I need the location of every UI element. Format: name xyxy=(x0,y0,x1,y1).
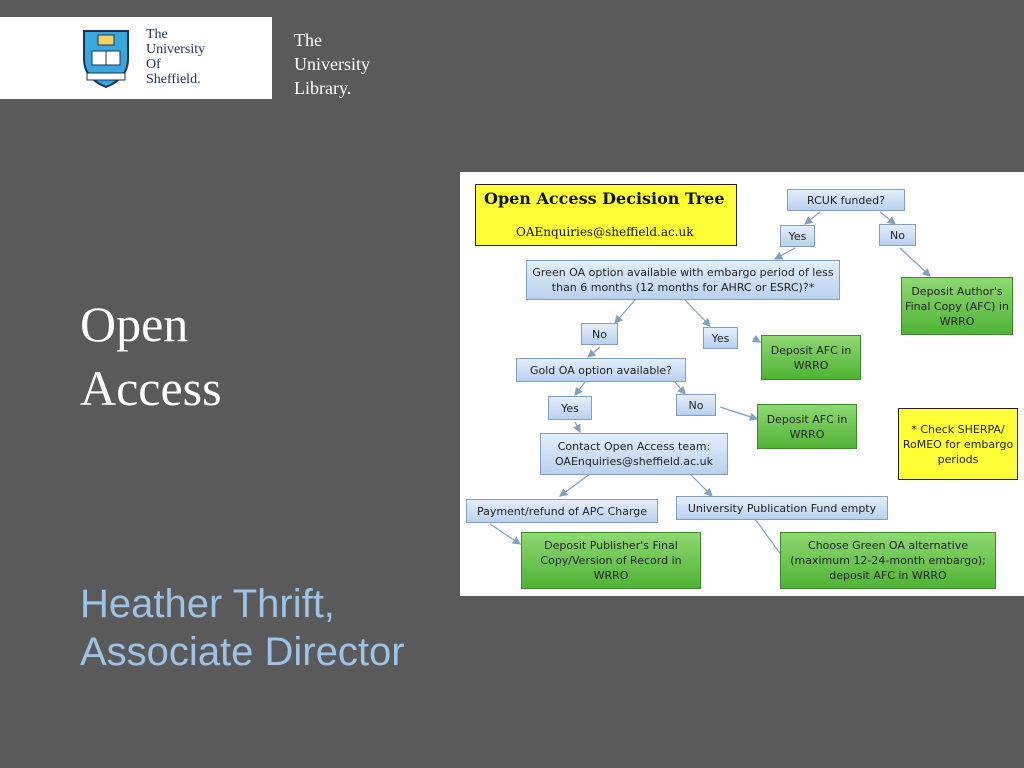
deposit-afc-outcome: Deposit AFC in WRRO xyxy=(757,404,857,449)
slide-title: Open Access xyxy=(80,292,222,420)
logo-line: The xyxy=(146,27,168,42)
title-line: Access xyxy=(80,360,222,416)
logo-line: University xyxy=(146,42,206,57)
library-line: Library. xyxy=(294,78,352,98)
publication-fund-empty-step: University Publication Fund empty xyxy=(676,496,888,520)
title-line: Open xyxy=(80,296,189,352)
deposit-publisher-copy-outcome: Deposit Publisher's Final Copy/Version o… xyxy=(521,532,701,589)
green-yes-answer: Yes xyxy=(703,327,738,349)
green-no-answer: No xyxy=(581,323,618,345)
green-oa-question: Green OA option available with embargo p… xyxy=(526,260,840,300)
choose-green-alternative-outcome: Choose Green OA alternative (maximum 12-… xyxy=(780,532,996,589)
gold-no-answer: No xyxy=(676,394,716,416)
logo-line: Of xyxy=(146,57,161,72)
apc-payment-step: Payment/refund of APC Charge xyxy=(466,499,658,523)
deposit-afc-outcome: Deposit AFC in WRRO xyxy=(761,335,861,380)
logo-line: Sheffield. xyxy=(146,72,201,87)
rcuk-yes-answer: Yes xyxy=(780,225,815,247)
rcuk-funded-question: RCUK funded? xyxy=(787,189,905,211)
author-line: Heather Thrift, xyxy=(80,582,335,626)
university-name: The University Of Sheffield. xyxy=(146,27,205,87)
library-name: The University Library. xyxy=(294,28,370,100)
rcuk-no-answer: No xyxy=(879,224,916,246)
decision-tree-heading-box: Open Access Decision Tree OAEnquiries@sh… xyxy=(475,184,737,246)
contact-oa-team-step: Contact Open Access team: OAEnquiries@sh… xyxy=(540,433,728,475)
connector-arrows xyxy=(489,211,931,568)
gold-oa-question: Gold OA option available? xyxy=(516,358,686,382)
presenter-name: Heather Thrift, Associate Director xyxy=(80,580,405,676)
library-line: The xyxy=(294,30,322,50)
decision-tree-diagram: Open Access Decision Tree OAEnquiries@sh… xyxy=(460,172,1024,596)
university-crest-icon xyxy=(83,30,129,89)
decision-tree-email: OAEnquiries@sheffield.ac.uk xyxy=(516,225,694,239)
decision-tree-title: Open Access Decision Tree xyxy=(484,189,725,208)
deposit-afc-outcome: Deposit Author's Final Copy (AFC) in WRR… xyxy=(901,277,1013,335)
library-line: University xyxy=(294,54,370,74)
sherpa-romeo-note: * Check SHERPA/ RoMEO for embargo period… xyxy=(898,408,1018,480)
author-line: Associate Director xyxy=(80,630,405,674)
gold-yes-answer: Yes xyxy=(548,396,592,420)
university-logo: The University Of Sheffield. xyxy=(0,17,272,99)
